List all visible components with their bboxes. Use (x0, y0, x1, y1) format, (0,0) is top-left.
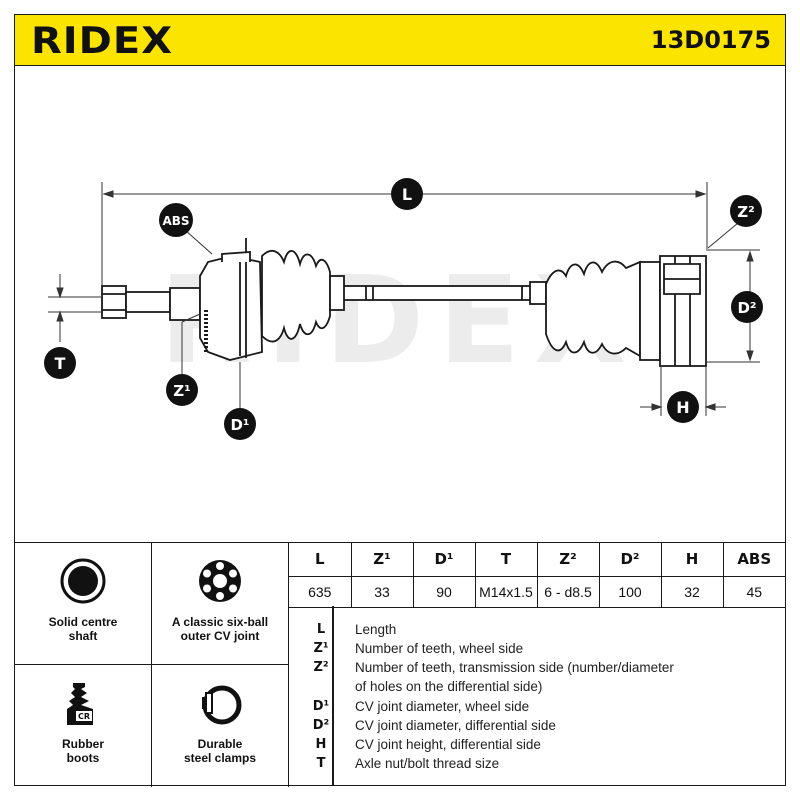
specs-section: Solid centre shaft A classic six-ball ou… (14, 542, 786, 787)
feature-steel-clamps: Durable steel clamps (152, 665, 289, 787)
spec-header-z2: Z² (536, 543, 599, 577)
svg-text:D²: D² (737, 299, 756, 317)
feature-label: outer CV joint (180, 629, 260, 643)
feature-label: shaft (68, 629, 98, 643)
legend-row: H CV joint height, differential side (289, 735, 785, 754)
spec-value-d1: 90 (412, 576, 475, 608)
legend-row: Z² Number of teeth, transmission side (n… (289, 658, 785, 677)
callout-d2: D² (731, 291, 763, 323)
legend-description: Length (355, 622, 397, 637)
solid-shaft-icon (60, 558, 106, 604)
svg-text:H: H (676, 398, 689, 417)
legend-symbol: D¹ (312, 699, 330, 714)
legend-row: Z¹ Number of teeth, wheel side (289, 639, 785, 658)
legend-description: Axle nut/bolt thread size (355, 756, 500, 771)
spec-value-h: 32 (660, 576, 723, 608)
feature-label: Durable (197, 737, 243, 751)
wheel-side-joint (101, 238, 345, 361)
callout-h: H (667, 391, 699, 423)
spec-header-row: L Z¹ D¹ T Z² D² H ABS (289, 543, 785, 577)
spec-value-abs: 45 (722, 576, 785, 608)
transmission-side-joint (529, 255, 707, 367)
part-number: 13D0175 (650, 26, 771, 54)
spec-value-z2: 6 - d8.5 (536, 576, 599, 608)
diagram-frame (14, 66, 786, 542)
legend-description: CV joint diameter, differential side (355, 718, 556, 733)
legend-row: D² CV joint diameter, differential side (289, 716, 785, 735)
legend-symbol: T (316, 756, 326, 771)
steel-clamp-icon (202, 685, 242, 725)
svg-text:Z²: Z² (737, 203, 754, 221)
feature-solid-shaft: Solid centre shaft (15, 543, 152, 665)
callout-z1: Z¹ (166, 374, 198, 406)
spec-value-l: 635 (289, 576, 351, 608)
spec-header-h: H (660, 543, 723, 577)
spec-header-z1: Z¹ (350, 543, 413, 577)
spec-header-t: T (474, 543, 537, 577)
svg-text:Z¹: Z¹ (173, 382, 190, 400)
legend-symbol: Z² (313, 660, 329, 675)
spec-header-abs: ABS (722, 543, 785, 577)
legend-description: Number of teeth, wheel side (355, 641, 524, 656)
callout-l: L (391, 178, 423, 210)
legend-description: Number of teeth, transmission side (numb… (355, 660, 674, 675)
header-bar: RIDEX 13D0175 (14, 14, 786, 66)
spec-value-t: M14x1.5 (474, 576, 537, 608)
legend-symbol: Z¹ (313, 641, 329, 656)
legend-description: CV joint diameter, wheel side (355, 699, 530, 714)
feature-label: Rubber (62, 737, 104, 751)
spec-value-z1: 33 (350, 576, 413, 608)
spec-header-d1: D¹ (412, 543, 475, 577)
feature-rubber-boots: CR Rubber boots (15, 665, 152, 787)
legend-symbol: D² (312, 718, 330, 733)
svg-text:L: L (402, 185, 412, 204)
legend-row: T Axle nut/bolt thread size (289, 754, 785, 773)
callout-z2: Z² (730, 195, 762, 227)
feature-label: steel clamps (183, 751, 257, 765)
svg-text:ABS: ABS (162, 214, 189, 228)
feature-label: A classic six-ball (171, 615, 269, 629)
feature-label: boots (66, 751, 100, 765)
callout-d1: D¹ (224, 408, 256, 440)
legend-row: L Length (289, 620, 785, 639)
legend-description: CV joint height, differential side (355, 737, 541, 752)
dimension-t (48, 274, 102, 342)
legend-row: D¹ CV joint diameter, wheel side (289, 697, 785, 716)
spec-header-d2: D² (598, 543, 661, 577)
drive-shaft-diagram: RIDEX (44, 178, 763, 440)
feature-six-ball-joint: A classic six-ball outer CV joint (152, 543, 289, 665)
spec-header-l: L (289, 543, 351, 577)
legend-description: of holes on the differential side) (355, 679, 543, 694)
legend-divider (332, 606, 334, 786)
legend-symbol: L (316, 622, 326, 637)
six-ball-joint-icon (199, 560, 241, 602)
ridex-logo: RIDEX (31, 20, 174, 63)
svg-text:T: T (55, 354, 66, 373)
callout-abs: ABS (159, 203, 193, 237)
spec-table: L Z¹ D¹ T Z² D² H ABS 635 33 90 M14x1.5 … (289, 543, 785, 608)
spec-value-d2: 100 (598, 576, 661, 608)
boot-cr-text: CR (78, 712, 90, 721)
svg-text:D¹: D¹ (230, 416, 249, 434)
callout-t: T (44, 347, 76, 379)
legend-row: of holes on the differential side) (289, 677, 785, 696)
rubber-boot-icon: CR (67, 683, 93, 725)
spec-value-row: 635 33 90 M14x1.5 6 - d8.5 100 32 45 (289, 576, 785, 608)
dimension-h (640, 366, 726, 416)
feature-label: Solid centre (48, 615, 118, 629)
legend-symbol: H (315, 737, 327, 752)
